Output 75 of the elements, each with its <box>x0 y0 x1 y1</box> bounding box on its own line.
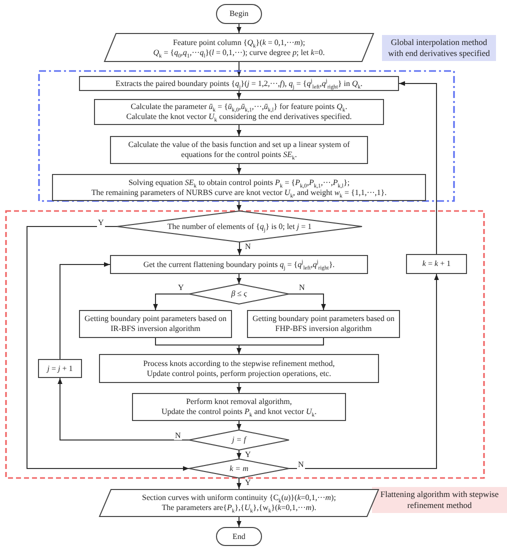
start-end-terminal <box>216 4 262 24</box>
edge-label: N <box>297 461 305 469</box>
flow-arrow <box>236 338 324 354</box>
node-text: β ≤ ς <box>231 289 247 299</box>
process-box <box>247 310 400 338</box>
flow-arrow <box>153 294 190 310</box>
node-text: Perform knot removal algorithm, <box>186 397 292 407</box>
flow-arrow <box>236 124 242 136</box>
edge-label: Y <box>97 219 105 227</box>
process-box <box>79 310 232 338</box>
node-text: Calculate the value of the basis function and set up a linear system of equations for the control points SE$_{k}$. <box>127 140 351 160</box>
node-text: k = m <box>230 464 248 474</box>
edge-label: Y <box>244 479 252 487</box>
flow-arrow <box>236 274 242 284</box>
flow-arrow <box>236 420 242 430</box>
input-output-parallelogram <box>99 489 379 517</box>
node-text: Process knots according to the stepwise refinement method, <box>143 358 335 368</box>
node-text: Solving equation SE$_{k}$ to obtain control points P$_{k}$ = {P$_{k,0}$,P$_{k,1}$,···,P$_{k,l}$}; <box>128 178 350 188</box>
flow-arrow <box>236 200 242 212</box>
node-text: Update control points, perform projection operations, etc. <box>146 368 332 378</box>
process-box <box>110 255 368 274</box>
edge-label: Y <box>177 284 185 292</box>
edge-label: N <box>244 243 252 251</box>
node-text: k = k + 1 <box>422 259 451 269</box>
node-text: End <box>232 532 246 542</box>
node-text: Begin <box>229 9 249 19</box>
node-text: Section curves with uniform continuity {C$_{k}$(u)}(k=0,1,···m); <box>142 493 336 503</box>
flow-arrow <box>398 81 437 254</box>
region-heading: Flattening algorithm with stepwise refinement method <box>372 487 507 514</box>
node-text: j = j + 1 <box>47 364 73 374</box>
flow-arrow <box>236 516 242 528</box>
flow-arrow <box>236 62 242 76</box>
flow-arrow <box>236 24 242 34</box>
node-text: Getting boundary point parameters based on FHP-BFS inversion algorithm <box>252 314 396 334</box>
start-end-terminal <box>216 527 262 546</box>
flow-arrow <box>288 294 326 310</box>
node-text: Getting boundary point parameters based on IR-BFS inversion algorithm <box>84 314 228 334</box>
flow-arrow <box>60 262 110 360</box>
region-heading: Global interpolation method with end derivatives specified <box>382 35 496 62</box>
process-box <box>94 99 384 125</box>
decision-diamond <box>189 284 289 304</box>
decision-diamond <box>189 459 289 478</box>
process-box <box>52 174 426 201</box>
flow-arrow <box>236 450 242 460</box>
edge-label: Y <box>244 451 252 459</box>
node-text: j = f <box>232 435 246 445</box>
flow-arrow <box>236 478 242 490</box>
edge-label: N <box>298 284 306 292</box>
process-box <box>79 76 399 91</box>
flow-arrow <box>236 90 242 100</box>
process-box <box>38 359 82 378</box>
node-text: Get the current flattening boundary points q$_{j}$ = {q$^{j}$$_{left}$,q$^{j}$$_{right}$}. <box>143 260 335 270</box>
node-text: The remaining parameters of NURBS curve are knot vector U$_{k}$, and weight w$_{k}$ = {1,1,···,1}. <box>91 188 387 198</box>
node-text: Calculate the parameter ū$_{k}$ = {ū$_{k,0}$,ū$_{k,1}$,···,ū$_{k,l}$} for feature points Q$_{k}$. <box>130 102 348 112</box>
flow-arrow <box>236 164 242 174</box>
node-text: The parameters are{P$_{k}$},{U$_{k}$},{w$_{k}$}(k=0,1,···m). <box>162 503 316 513</box>
node-text: Feature point column {Q$_{k}$}(k = 0,1,···m); <box>172 38 306 48</box>
node-text: Calculate the knot vector U$_{k}$ considering the end derivatives specified. <box>126 112 352 122</box>
process-box <box>406 254 467 274</box>
decision-diamond <box>189 430 289 450</box>
node-text: Extracts the paired boundary points {q$_{j}$}(j = 1,2,···,f), q$_{j}$ = {q$^{j}$$_{left}$,q$^{j}$$_{right}$} in Q$_{k}$. <box>115 78 363 88</box>
flow-arrow <box>26 226 190 471</box>
process-box <box>99 354 379 383</box>
flow-arrow <box>288 274 439 469</box>
edge-label: N <box>174 432 182 440</box>
node-text: Update the control points P$_{k}$ and knot vector U$_{k}$. <box>161 407 317 417</box>
process-box <box>110 136 368 164</box>
flow-arrow <box>237 242 242 256</box>
node-text: Q$_{k}$ = {q$_{0}$,q$_{1}$,···q$_{l}$}(l = 0,1,···); curve degree p; let k=0. <box>153 48 325 58</box>
input-output-parallelogram <box>104 33 374 62</box>
flow-arrow <box>58 378 190 440</box>
node-text: The number of elements of {q$_{j}$} is 0; let j = 1 <box>167 222 312 232</box>
flow-arrow <box>236 382 242 394</box>
decision-diamond <box>117 211 362 242</box>
process-box <box>132 393 346 421</box>
